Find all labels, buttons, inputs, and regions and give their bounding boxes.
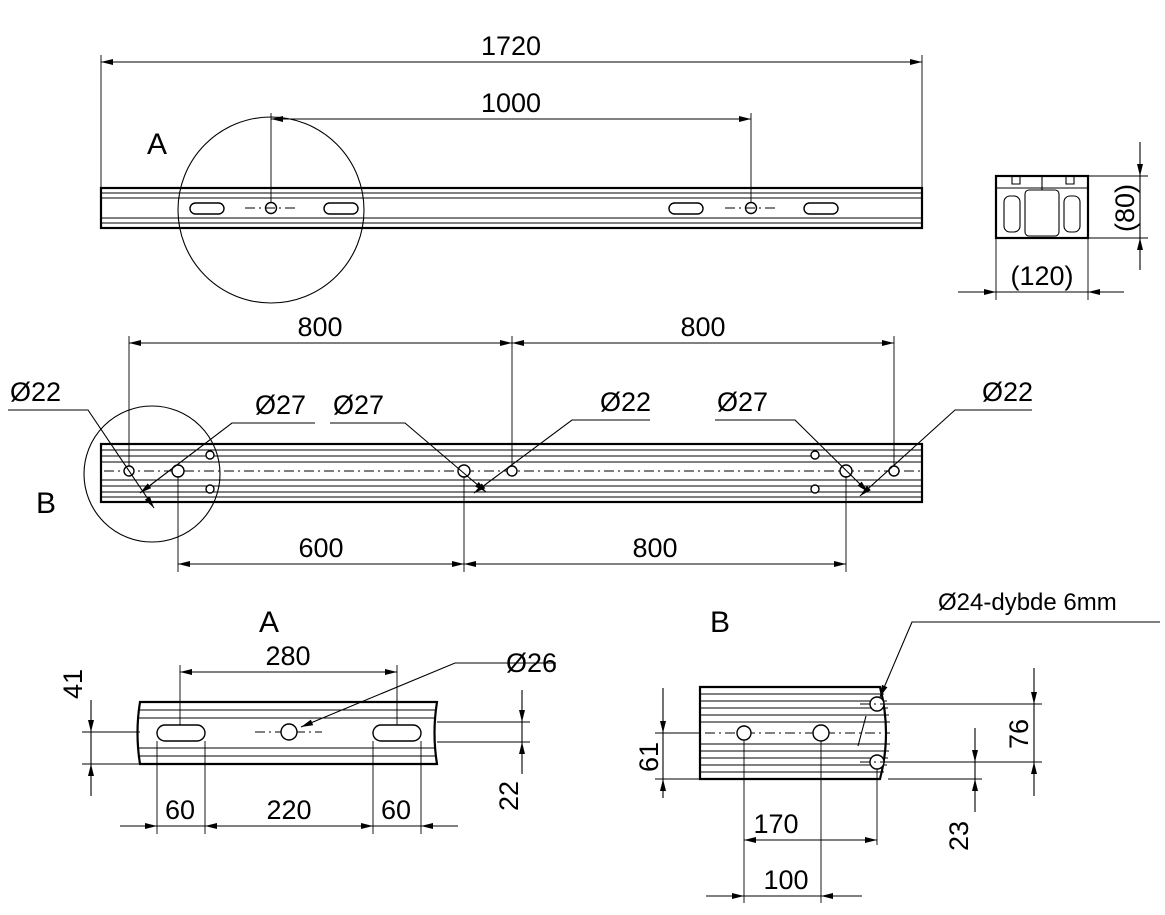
- hole-d27: [457, 464, 471, 478]
- detail-circle-a: [177, 116, 365, 304]
- slot: [156, 724, 206, 742]
- callout-hole-d26: Ø26: [506, 648, 557, 678]
- counterbore-note: Ø24-dybde 6mm: [938, 589, 1117, 616]
- dim-profile-height: (80): [1110, 184, 1140, 232]
- slot: [668, 202, 704, 215]
- detail-b-title: B: [710, 606, 730, 639]
- dim-profile-width: (120): [1010, 261, 1073, 291]
- detail-label-a: A: [147, 128, 167, 161]
- detail-a-title: A: [259, 606, 279, 639]
- small-hole: [205, 450, 215, 460]
- callout-hole-3: Ø27: [333, 390, 384, 420]
- callout-hole-1: Ø22: [10, 377, 61, 407]
- hole-d22: [506, 465, 518, 477]
- dim-slot-length-right: 60: [381, 795, 411, 825]
- dim-height-right: 76: [1004, 719, 1034, 749]
- dim-overall-length: 1720: [481, 31, 541, 61]
- dim-slot-spacing: 280: [265, 641, 310, 671]
- rail-front-outline: [99, 442, 924, 504]
- dim-height-bottom-b: 23: [944, 821, 974, 851]
- dim-offset-2: 100: [763, 865, 808, 895]
- dim-upper-spacing-2: 800: [680, 312, 725, 342]
- dim-height-left: 61: [634, 742, 664, 772]
- dim-slot-length-left: 60: [165, 795, 195, 825]
- slot: [803, 202, 839, 215]
- detail-circle-b: [83, 405, 221, 543]
- small-hole: [810, 484, 820, 494]
- slot: [189, 202, 225, 215]
- detail-b-outline: [698, 685, 888, 781]
- hole-d22: [736, 725, 752, 741]
- front-view: 800 800 Ø22 Ø27 Ø27 Ø22 Ø27: [8, 312, 1033, 572]
- dim-height-bottom: 22: [494, 781, 524, 811]
- section-view: (80) (120): [958, 142, 1148, 300]
- callout-hole-6: Ø22: [982, 377, 1033, 407]
- small-hole: [810, 450, 820, 460]
- dim-height-top: 41: [58, 669, 88, 699]
- callout-hole-2: Ø27: [255, 390, 306, 420]
- slot: [372, 724, 422, 742]
- dim-lower-spacing-2: 800: [632, 533, 677, 563]
- detail-b-view: B Ø24-dybde 6mm 61: [634, 589, 1160, 903]
- hole-d22: [888, 465, 900, 477]
- dim-slot-gap: 220: [266, 795, 311, 825]
- hole-d27: [812, 724, 830, 742]
- detail-a-view: A 280 Ø26 41 22: [58, 606, 557, 834]
- small-hole: [205, 484, 215, 494]
- callout-hole-5: Ø27: [717, 387, 768, 417]
- rail-top-outline: [99, 186, 924, 230]
- slot: [323, 202, 359, 215]
- callout-hole-4: Ø22: [600, 387, 651, 417]
- dim-hole-spacing: 1000: [481, 88, 541, 118]
- detail-label-b: B: [36, 487, 56, 520]
- detail-a-outline: [136, 700, 439, 766]
- top-view: 1720 1000 A: [99, 31, 924, 304]
- hole-d26: [280, 723, 298, 741]
- dim-offset-1: 170: [753, 809, 798, 839]
- dim-lower-spacing-1: 600: [298, 533, 343, 563]
- dim-upper-spacing-1: 800: [297, 312, 342, 342]
